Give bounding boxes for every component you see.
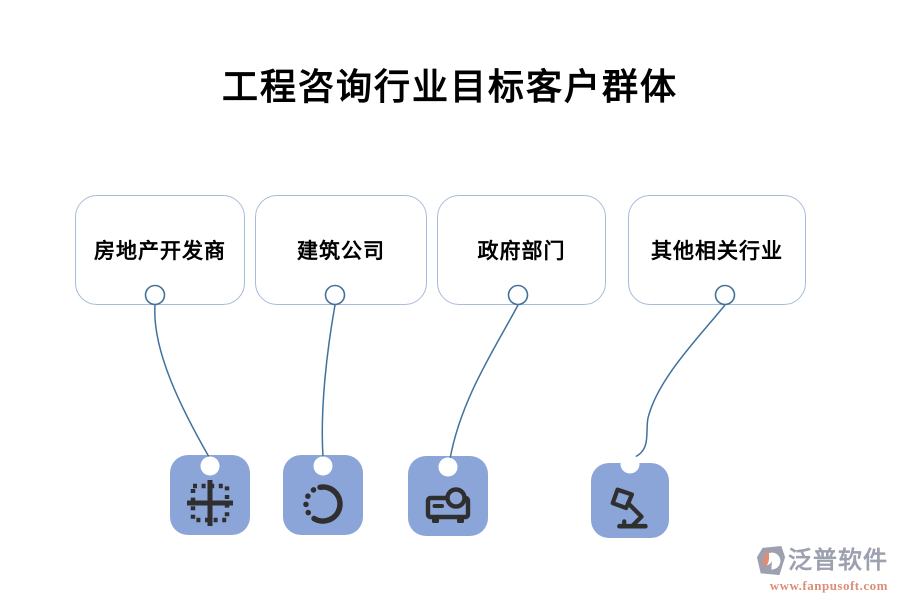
page-title: 工程咨询行业目标客户群体 xyxy=(221,66,678,107)
desk-lamp-icon xyxy=(610,487,648,529)
icon-tile-2 xyxy=(283,455,363,535)
group-label: 建筑公司 xyxy=(297,240,385,263)
group-box-other-industries: 其他相关行业 xyxy=(628,195,806,305)
projector-icon xyxy=(425,487,471,523)
watermark-url: www.fanpusoft.com xyxy=(769,578,888,593)
connector-line-1 xyxy=(154,304,210,458)
group-box-government: 政府部门 xyxy=(437,195,606,305)
icon-tile-1 xyxy=(170,455,250,535)
icon-tile-4 xyxy=(591,463,669,538)
group-box-real-estate: 房地产开发商 xyxy=(75,195,245,305)
grid-borders-icon xyxy=(187,480,233,526)
group-label: 政府部门 xyxy=(477,240,566,263)
watermark-brand: 泛普软件 xyxy=(788,547,888,574)
fanpu-logo-icon xyxy=(756,546,786,576)
icon-tile-3 xyxy=(408,456,488,536)
group-box-construction: 建筑公司 xyxy=(255,195,427,305)
group-label: 其他相关行业 xyxy=(651,240,783,263)
watermark: 泛普软件 www.fanpusoft.com xyxy=(738,545,888,592)
connector-line-3 xyxy=(449,304,519,460)
group-label: 房地产开发商 xyxy=(94,240,226,263)
connector-line-2 xyxy=(321,304,336,458)
dashed-circle-icon xyxy=(303,484,343,524)
connector-line-4 xyxy=(632,304,726,459)
